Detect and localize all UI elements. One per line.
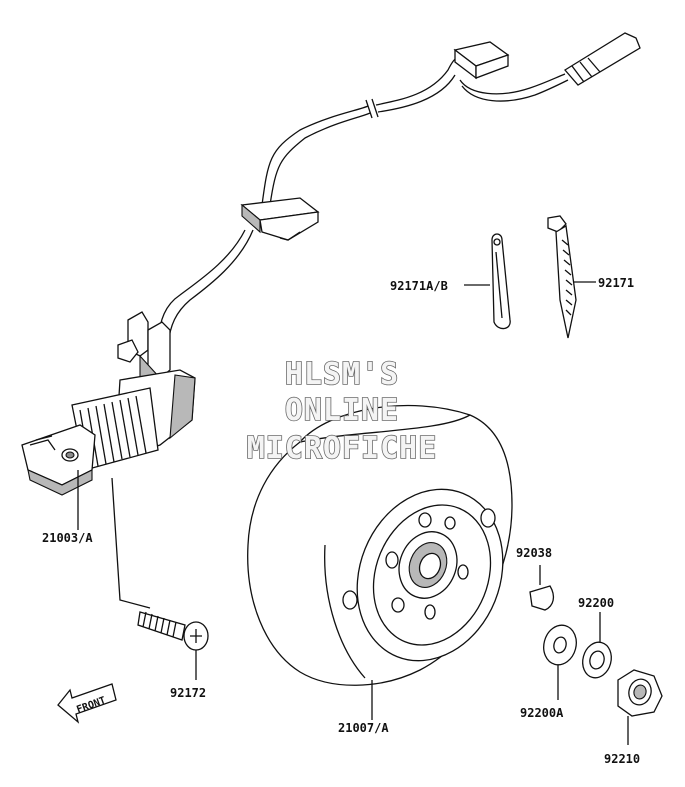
label-92038: 92038 — [516, 546, 552, 560]
watermark: HLSM'S ONLINE MICROFICHE — [246, 356, 438, 467]
watermark-line-3: MICROFICHE — [247, 431, 438, 466]
flywheel — [247, 405, 513, 720]
woodruff-key — [529, 565, 555, 611]
label-21007a: 21007/A — [338, 721, 389, 735]
screw — [137, 611, 209, 680]
watermark-line-1: HLSM'S — [285, 357, 399, 392]
label-92171: 92171 — [598, 276, 634, 290]
wire-connector-right — [564, 32, 641, 86]
washer-large — [543, 624, 577, 700]
wire-grommet — [240, 197, 320, 241]
cable-clamp — [464, 233, 511, 330]
front-arrow-icon: FRONT — [57, 683, 117, 724]
label-92200a: 92200A — [520, 706, 564, 720]
wire-connector-top — [453, 41, 510, 80]
label-92210: 92210 — [604, 752, 640, 766]
label-92172: 92172 — [170, 686, 206, 700]
pickup-coil-assembly — [21, 311, 196, 530]
label-92171ab: 92171A/B — [390, 279, 448, 293]
nut — [617, 669, 663, 745]
washer-small — [582, 612, 612, 679]
screw-leader — [111, 477, 151, 609]
label-21003a: 21003/A — [42, 531, 93, 545]
label-92200: 92200 — [578, 596, 614, 610]
cable-tie — [547, 215, 596, 339]
watermark-line-2: ONLINE — [285, 393, 399, 428]
